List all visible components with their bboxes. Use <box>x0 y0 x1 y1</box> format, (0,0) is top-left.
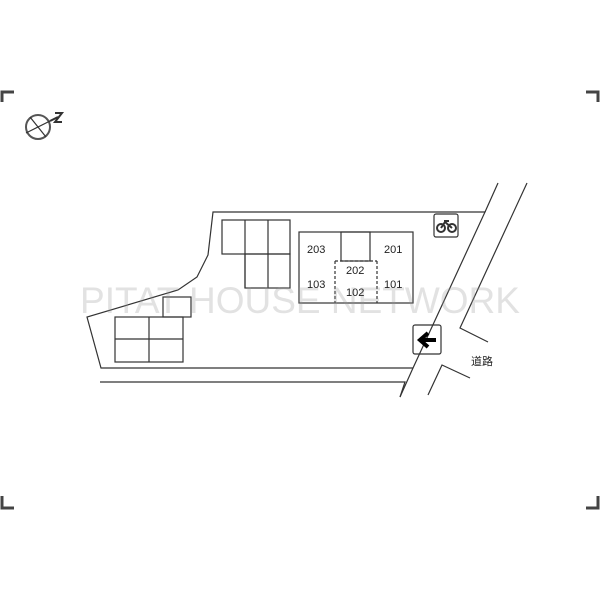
road-label: 道路 <box>471 356 493 368</box>
corner-marks <box>0 90 600 510</box>
road <box>100 182 528 398</box>
site-boundary <box>86 211 486 369</box>
bicycle-parking-icon <box>433 213 459 238</box>
room-label: 202 <box>346 265 365 277</box>
parking-top <box>221 219 291 289</box>
room-label: 101 <box>384 279 403 291</box>
entrance-arrow-icon <box>412 324 442 355</box>
parking-left <box>114 316 184 363</box>
building <box>298 231 414 304</box>
north-compass-icon <box>25 112 65 140</box>
room-label: 203 <box>307 244 326 256</box>
room-label: 103 <box>307 279 326 291</box>
room-label: 102 <box>346 287 365 299</box>
watermark: PITAT HOUSE NETWORK <box>80 280 520 321</box>
room-label: 201 <box>384 244 403 256</box>
